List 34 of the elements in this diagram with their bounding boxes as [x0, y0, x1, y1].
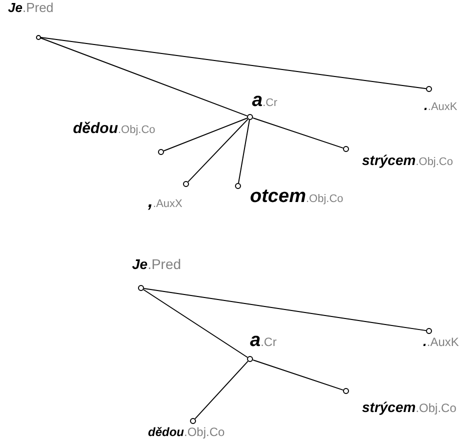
dependency-line	[194, 360, 248, 420]
tree-node-circle	[343, 146, 349, 152]
dependency-line	[143, 288, 427, 332]
word-label: Je.Pred	[8, 1, 54, 16]
word-label: a.Cr	[252, 91, 278, 112]
dependency-line	[40, 36, 427, 90]
dependency-line	[40, 37, 248, 116]
tree-node-circle	[138, 285, 144, 291]
dependency-line	[238, 119, 250, 184]
word-label: ,.AuxX	[148, 192, 182, 212]
tree-node-circle	[158, 149, 164, 155]
dependency-line	[188, 118, 248, 182]
word-label: ..AuxK	[423, 334, 459, 350]
tree-node-circle	[343, 388, 349, 394]
tree-node-circle	[247, 356, 253, 362]
dependency-line	[163, 118, 248, 152]
tree-node-circle	[183, 181, 189, 187]
word-label: Je.Pred	[132, 257, 182, 272]
tree-node-circle	[426, 328, 432, 334]
word-label: otcem.Obj.Co	[250, 187, 344, 208]
tree-node-circle	[235, 183, 241, 189]
word-label: strýcem.Obj.Co	[362, 153, 453, 168]
word-label: ..AuxK	[424, 98, 458, 114]
tree-node-circle	[190, 418, 196, 424]
dependency-line	[252, 359, 344, 391]
word-label: a.Cr	[250, 331, 277, 352]
word-label: dědou.Obj.Co	[73, 121, 156, 138]
dependency-line	[252, 117, 344, 149]
tree-node-circle	[426, 86, 432, 92]
dependency-line	[143, 289, 248, 358]
word-label: dědou.Obj.Co	[148, 426, 225, 440]
tree-node-circle	[247, 114, 253, 120]
word-label: strýcem.Obj.Co	[362, 400, 456, 416]
tree-node-circle	[36, 34, 40, 40]
